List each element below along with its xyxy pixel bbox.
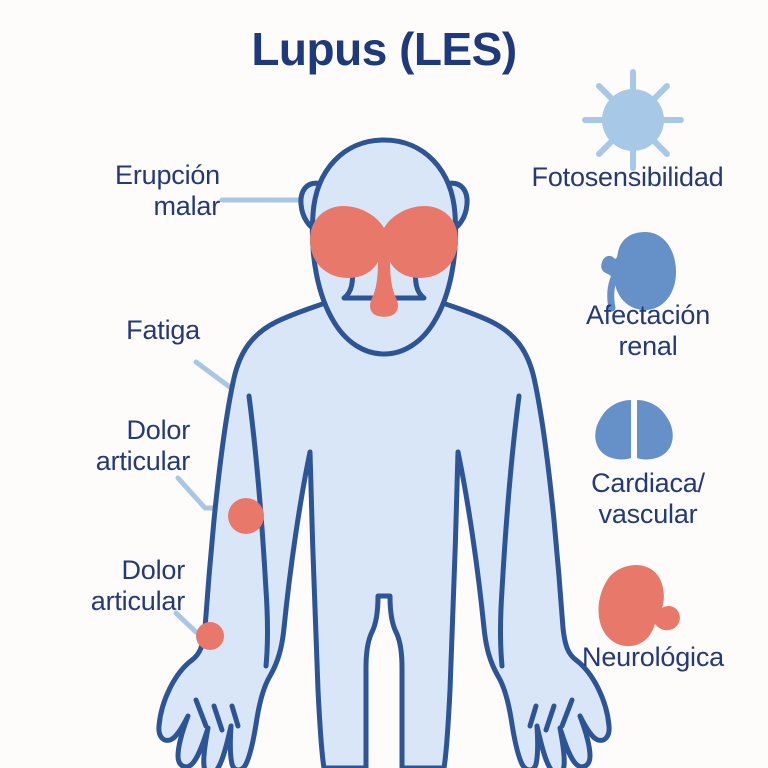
malar-rash-butterfly (310, 206, 458, 317)
joint-dot-elbow (228, 498, 264, 534)
left-arm-inner-contour (246, 393, 270, 669)
label-erupcion-malar: Erupción malar (115, 160, 220, 221)
label-cardiaca-vascular: Cardiaca/ vascular (591, 468, 705, 529)
sun-icon (582, 69, 684, 171)
page-title: Lupus (LES) (251, 23, 517, 75)
label-dolor-articular-muneca: Dolor articular (90, 555, 185, 616)
lungs-icon (595, 400, 673, 460)
right-arm-inner-contour (498, 393, 522, 669)
heart-organ-icon (598, 564, 680, 647)
kidney-icon (601, 232, 676, 312)
arm-contours (246, 393, 522, 669)
right-hand-finger-lines (527, 697, 575, 733)
label-fotosensibilidad: Fotosensibilidad (531, 162, 724, 192)
joint-dot-wrist (196, 622, 224, 650)
left-hand-finger-lines (193, 697, 241, 733)
label-neurologica: Neurológica (582, 642, 724, 672)
label-dolor-articular-codo: Dolor articular (95, 415, 190, 476)
label-fatiga: Fatiga (126, 315, 200, 345)
hands-detail (193, 697, 575, 733)
body-silhouette (156, 137, 612, 768)
torso-and-limbs (156, 259, 612, 768)
label-afectacion-renal: Afectación renal (585, 300, 711, 361)
